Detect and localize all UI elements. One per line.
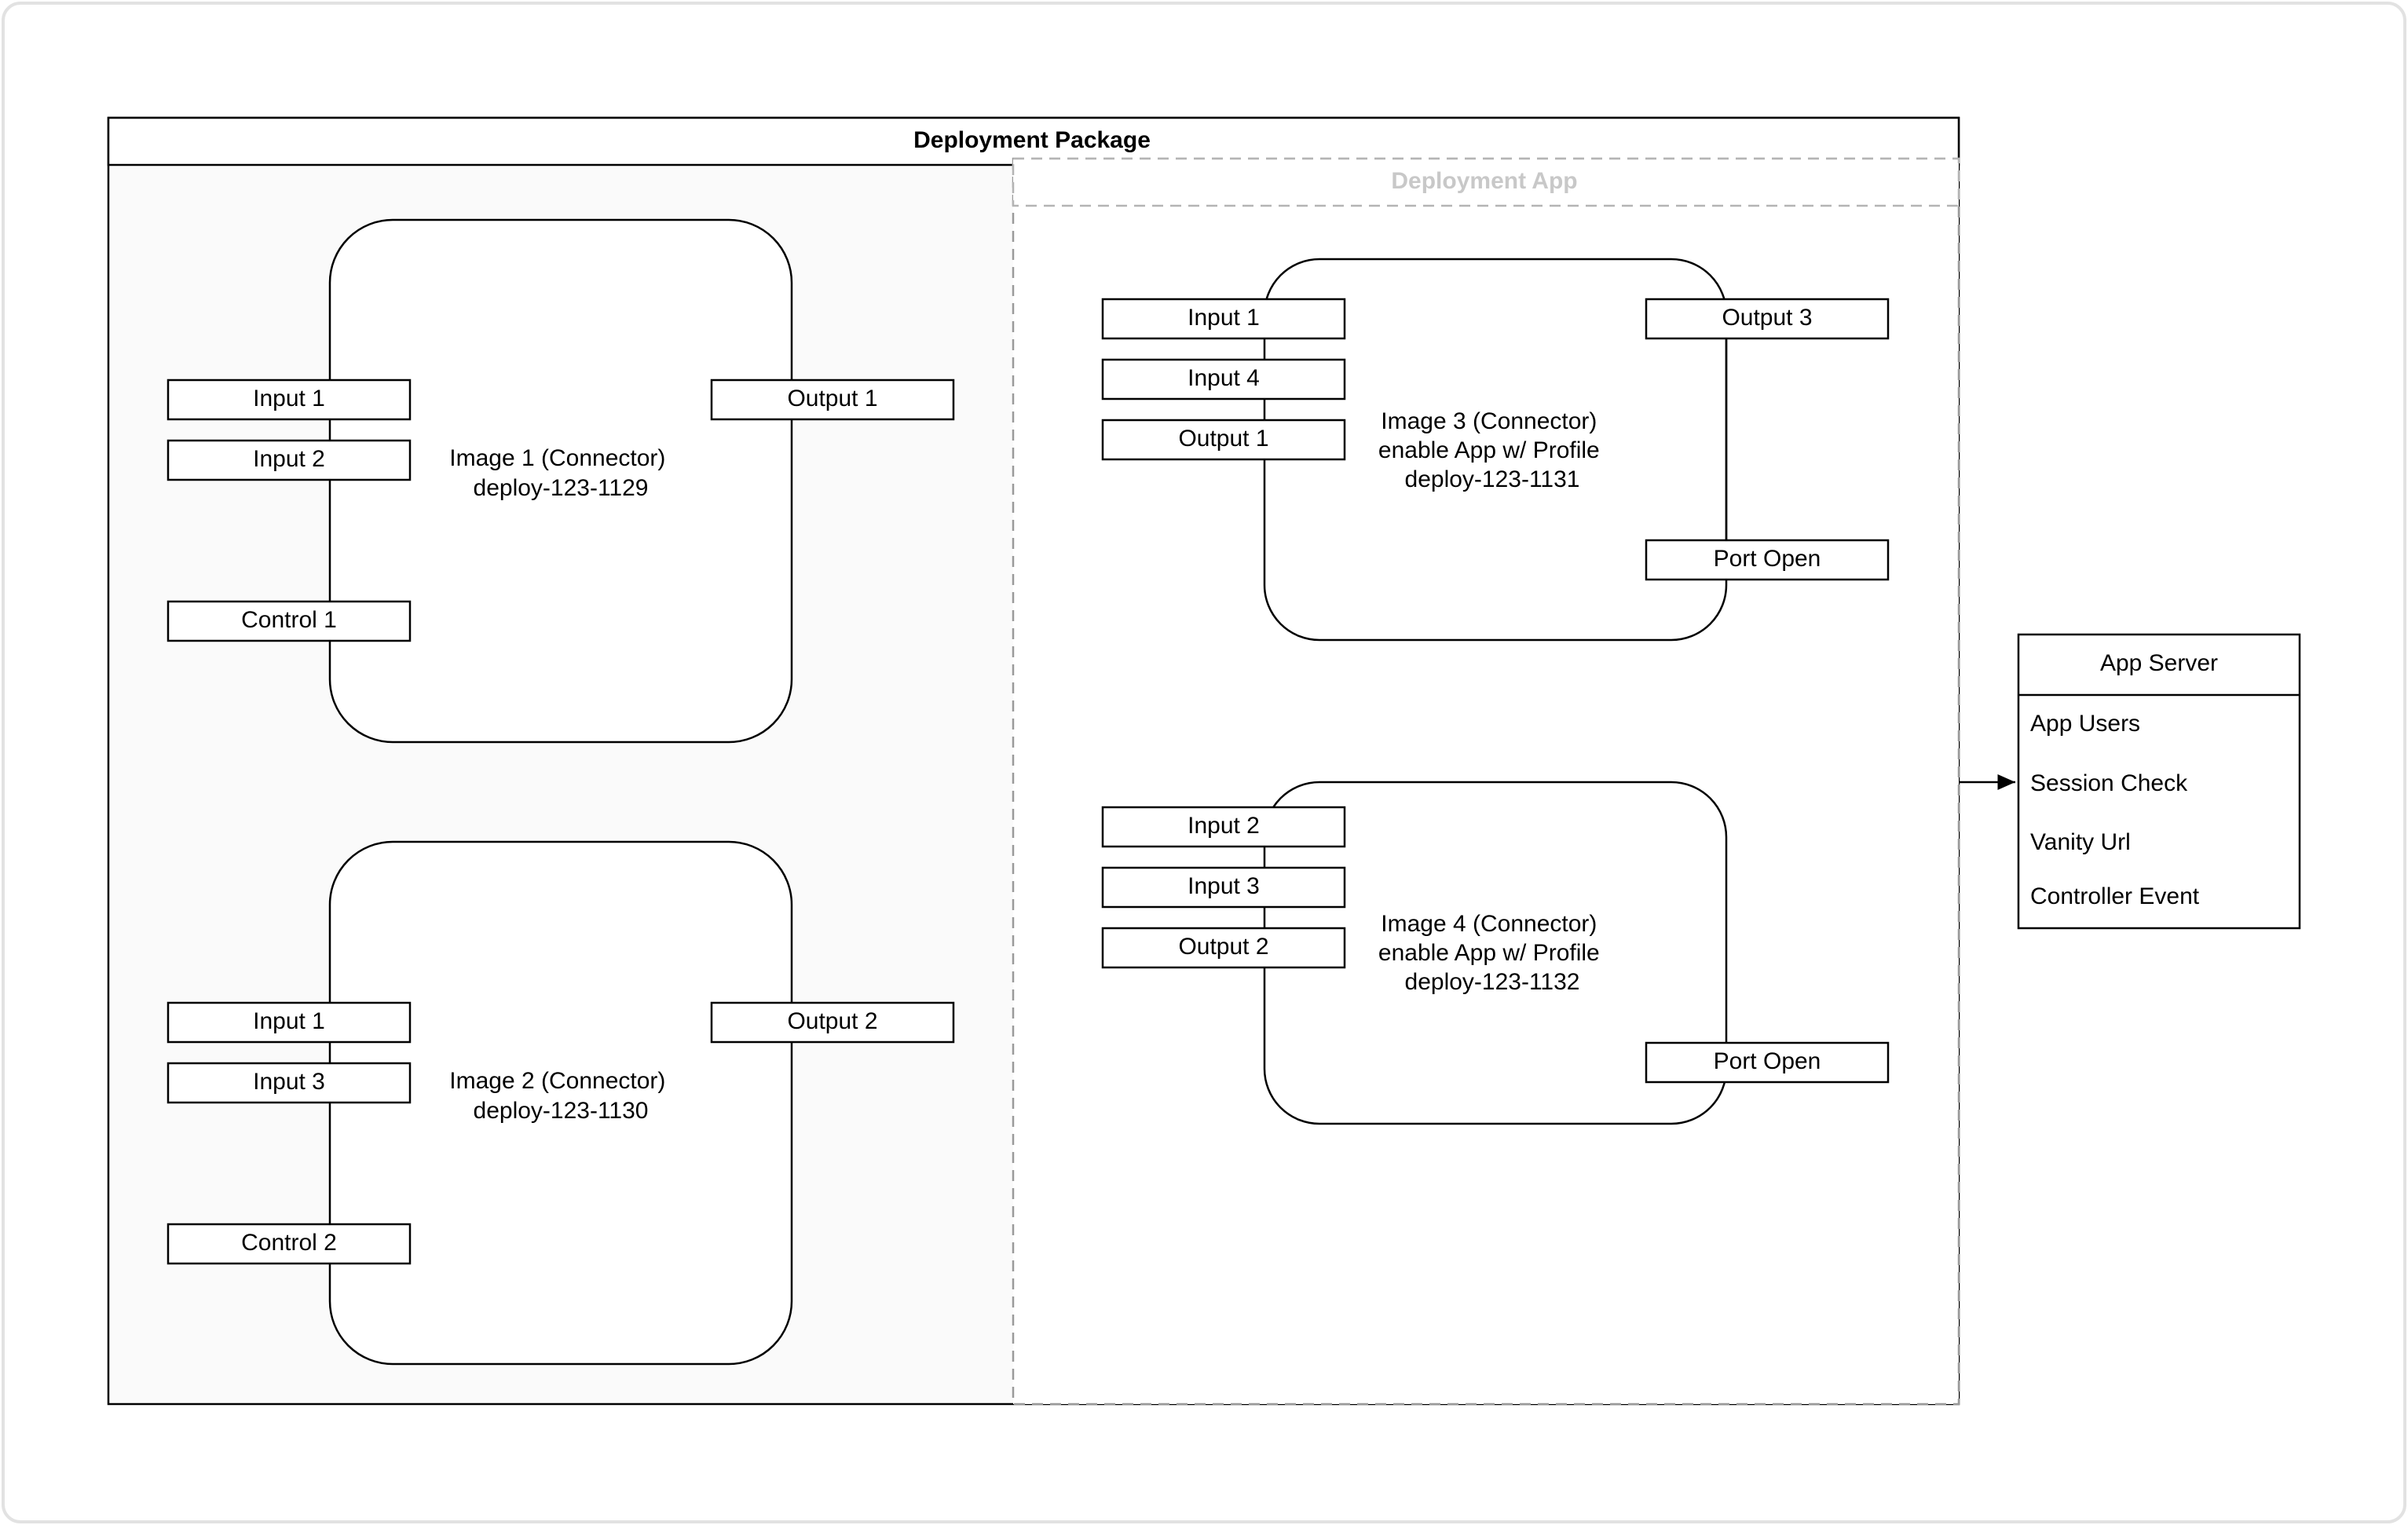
image-1-body xyxy=(328,218,793,744)
image-1-connector[interactable]: Image 1 (Connector) deploy-123-1129 Inpu… xyxy=(167,218,955,744)
svg-text:Port Open: Port Open xyxy=(1714,546,1821,572)
app-server-box xyxy=(2017,633,2301,930)
app-server-item-3: Vanity Url xyxy=(2030,829,2131,855)
app-server-item-4: Controller Event xyxy=(2030,883,2200,909)
svg-text:Control 1: Control 1 xyxy=(241,607,337,633)
package-title: Deployment Package xyxy=(913,127,1151,153)
image-2-connector[interactable]: Image 2 (Connector) deploy-123-1130 Inpu… xyxy=(167,840,955,1366)
image-3-port-open[interactable]: Port Open xyxy=(1645,539,1890,581)
svg-text:Output 3: Output 3 xyxy=(1722,305,1812,331)
image-3-left-port-1[interactable]: Input 1 xyxy=(1101,298,1346,340)
image-4-port-open[interactable]: Port Open xyxy=(1645,1041,1890,1084)
svg-text:Input 1: Input 1 xyxy=(253,386,325,411)
app-server-item-1: App Users xyxy=(2030,711,2140,737)
svg-text:Input 3: Input 3 xyxy=(253,1069,325,1095)
svg-text:Input 4: Input 4 xyxy=(1188,365,1260,391)
image-3-left-port-2[interactable]: Input 4 xyxy=(1101,358,1346,400)
image-2-input-port-2[interactable]: Input 3 xyxy=(167,1062,412,1104)
image-4-label: Image 4 (Connector) enable App w/ Profil… xyxy=(1378,911,1606,995)
image-4-left-port-2[interactable]: Input 3 xyxy=(1101,866,1346,909)
image-1-label: Image 1 (Connector) deploy-123-1129 xyxy=(449,445,672,501)
app-title: Deployment App xyxy=(1391,168,1577,194)
app-header xyxy=(1012,157,1960,207)
image-3-left-port-3[interactable]: Output 1 xyxy=(1101,419,1346,461)
image-2-control-port[interactable]: Control 2 xyxy=(167,1223,412,1265)
svg-text:Control 2: Control 2 xyxy=(241,1230,337,1256)
image-1-control-port[interactable]: Control 1 xyxy=(167,600,412,642)
svg-text:Output 1: Output 1 xyxy=(787,386,877,411)
image-2-input-port-1[interactable]: Input 1 xyxy=(167,1001,412,1044)
image-1-output-port[interactable]: Output 1 xyxy=(710,379,955,421)
image-1-input-port-1[interactable]: Input 1 xyxy=(167,379,412,421)
image-3-output-port[interactable]: Output 3 xyxy=(1645,298,1890,340)
svg-text:Output 2: Output 2 xyxy=(1178,934,1268,960)
package-header xyxy=(107,116,1960,166)
svg-text:Port Open: Port Open xyxy=(1714,1048,1821,1074)
image-2-output-port[interactable]: Output 2 xyxy=(710,1001,955,1044)
image-3-label: Image 3 (Connector) enable App w/ Profil… xyxy=(1378,408,1606,492)
image-4-left-port-1[interactable]: Input 2 xyxy=(1101,806,1346,848)
image-1-input-port-2[interactable]: Input 2 xyxy=(167,439,412,481)
image-3-connector[interactable]: Image 3 (Connector) enable App w/ Profil… xyxy=(1101,258,1890,642)
svg-text:Input 2: Input 2 xyxy=(253,446,325,472)
image-4-connector[interactable]: Image 4 (Connector) enable App w/ Profil… xyxy=(1101,781,1890,1125)
image-2-label: Image 2 (Connector) deploy-123-1130 xyxy=(449,1068,672,1124)
svg-text:Input 1: Input 1 xyxy=(1188,305,1260,331)
svg-text:Output 2: Output 2 xyxy=(787,1008,877,1034)
svg-text:Output 1: Output 1 xyxy=(1178,426,1268,452)
svg-text:Input 1: Input 1 xyxy=(253,1008,325,1034)
app-server-item-2: Session Check xyxy=(2030,770,2188,796)
svg-text:Input 3: Input 3 xyxy=(1188,873,1260,899)
app-server[interactable]: App Server App Users Session Check Vanit… xyxy=(2017,633,2301,930)
svg-text:Input 2: Input 2 xyxy=(1188,813,1260,839)
image-4-left-port-3[interactable]: Output 2 xyxy=(1101,927,1346,969)
app-server-title: App Server xyxy=(2100,650,2218,676)
